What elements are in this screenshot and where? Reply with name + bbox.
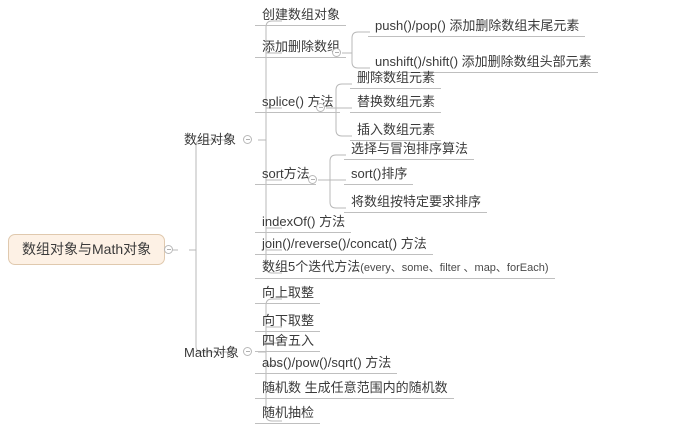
- topic-add-remove-array-collapse-toggle-icon[interactable]: [332, 48, 341, 57]
- topic-create-array[interactable]: 创建数组对象: [255, 5, 347, 26]
- topic-math-ceil[interactable]: 向上取整: [255, 283, 321, 304]
- topic-sort-collapse-toggle-icon[interactable]: [308, 175, 317, 184]
- branch-array-collapse-toggle-icon[interactable]: [243, 135, 252, 144]
- root-node[interactable]: 数组对象与Math对象: [8, 234, 166, 265]
- branch-node-math[interactable]: Math对象: [184, 345, 239, 360]
- topic-join-reverse-concat-method[interactable]: join()/reverse()/concat() 方法: [255, 234, 433, 255]
- branch-node-array[interactable]: 数组对象: [184, 132, 237, 147]
- subtopic-selection-bubble-sort[interactable]: 选择与冒泡排序算法: [344, 139, 475, 160]
- subtopic-splice-insert[interactable]: 插入数组元素: [350, 120, 442, 141]
- topic-array-iteration-methods-suffix: (every、some、filter 、map、forEach): [360, 262, 549, 274]
- topic-splice-collapse-toggle-icon[interactable]: [316, 103, 325, 112]
- topic-indexof-method[interactable]: indexOf() 方法: [255, 212, 352, 233]
- topic-array-iteration-methods-label: 数组5个迭代方法: [262, 259, 361, 274]
- subtopic-sort-custom[interactable]: 将数组按特定要求排序: [344, 192, 488, 213]
- topic-array-iteration-methods[interactable]: 数组5个迭代方法(every、some、filter 、map、forEach): [255, 257, 555, 279]
- topic-math-abs-pow-sqrt[interactable]: abs()/pow()/sqrt() 方法: [255, 353, 398, 374]
- subtopic-push-pop[interactable]: push()/pop() 添加删除数组末尾元素: [368, 16, 586, 37]
- subtopic-sort-function[interactable]: sort()排序: [344, 164, 414, 185]
- topic-math-round[interactable]: 四舍五入: [255, 331, 321, 352]
- subtopic-unshift-shift[interactable]: unshift()/shift() 添加删除数组头部元素: [368, 52, 598, 73]
- topic-math-floor[interactable]: 向下取整: [255, 311, 321, 332]
- topic-math-random-range[interactable]: 随机数 生成任意范围内的随机数: [255, 378, 454, 399]
- topic-splice-method[interactable]: splice() 方法: [255, 92, 340, 113]
- subtopic-splice-replace[interactable]: 替换数组元素: [350, 92, 442, 113]
- subtopic-splice-delete[interactable]: 删除数组元素: [350, 68, 442, 89]
- topic-add-remove-array[interactable]: 添加删除数组: [255, 37, 347, 58]
- branch-math-collapse-toggle-icon[interactable]: [243, 347, 252, 356]
- topic-math-random-sampling[interactable]: 随机抽检: [255, 403, 321, 424]
- root-collapse-toggle-icon[interactable]: [164, 245, 173, 254]
- topic-sort-method[interactable]: sort方法: [255, 164, 316, 185]
